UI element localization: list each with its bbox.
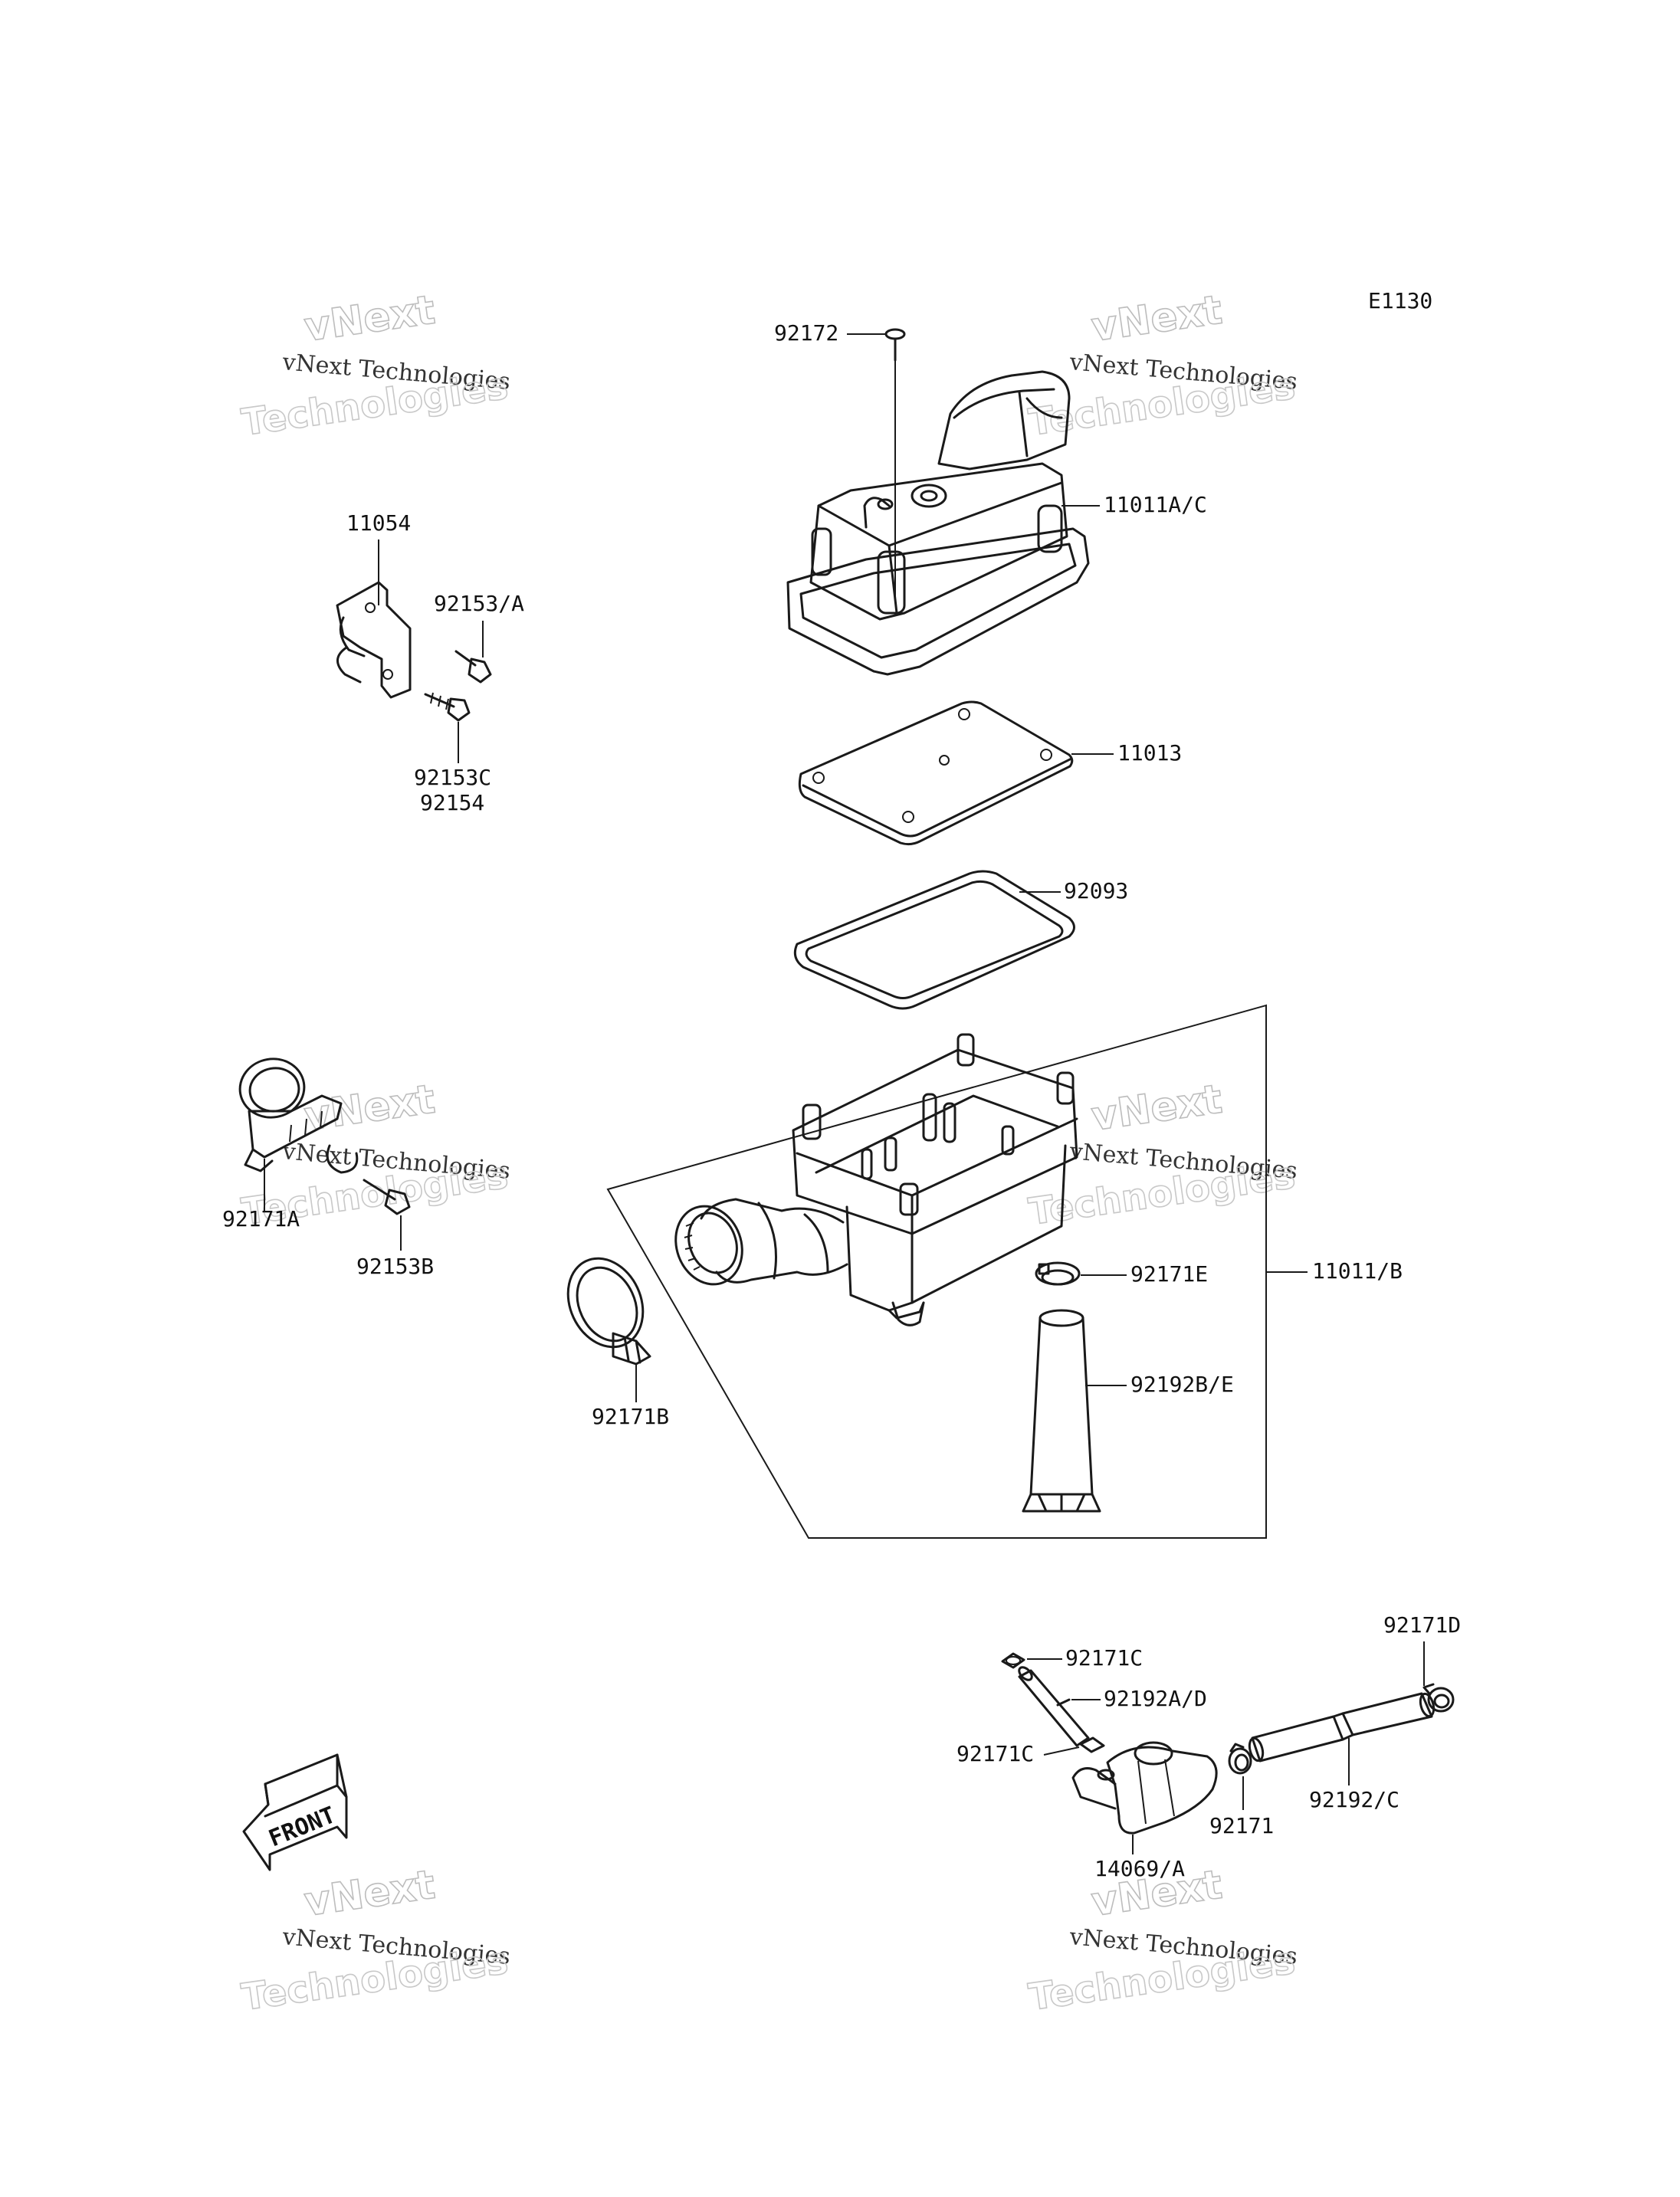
part-air-cleaner-case[interactable] xyxy=(665,1033,1078,1326)
label-92171C-bottom[interactable]: 92171C xyxy=(956,1741,1034,1766)
label-92192AD[interactable]: 92192A/D xyxy=(1104,1686,1207,1711)
label-11054[interactable]: 11054 xyxy=(346,510,411,536)
part-92192C-hose[interactable] xyxy=(1247,1692,1436,1763)
part-92171C-clip-top[interactable] xyxy=(1001,1652,1025,1669)
watermark-bottom-left: vNext vNext Technologies Technologies xyxy=(238,1861,511,2020)
part-92192AD-hose[interactable] xyxy=(1017,1665,1090,1747)
label-92172[interactable]: 92172 xyxy=(774,320,838,346)
label-92171A[interactable]: 92171A xyxy=(222,1206,300,1231)
watermark-mid-right: vNext vNext Technologies Technologies xyxy=(1025,1076,1298,1235)
part-92171E-clamp[interactable] xyxy=(1035,1261,1081,1286)
watermark-bottom-right: vNext vNext Technologies Technologies xyxy=(1025,1861,1298,2020)
label-92153A[interactable]: 92153/A xyxy=(434,591,524,616)
label-92171C-top[interactable]: 92171C xyxy=(1065,1645,1143,1671)
label-92171D[interactable]: 92171D xyxy=(1383,1612,1461,1638)
label-92192BE[interactable]: 92192B/E xyxy=(1130,1372,1234,1397)
part-92153A-bolt[interactable] xyxy=(454,650,492,684)
watermark-top-left: vNext vNext Technologies Technologies xyxy=(238,287,511,445)
part-11011AC-case-cover[interactable] xyxy=(786,370,1090,676)
watermark-vnext: vNext xyxy=(1088,287,1225,351)
label-11013[interactable]: 11013 xyxy=(1117,740,1182,766)
part-92192BE-drain-tube[interactable] xyxy=(1022,1309,1101,1513)
watermark-vnext: vNext xyxy=(301,1862,438,1926)
watermark-vnext: vNext xyxy=(301,287,438,351)
part-92171D-clip[interactable] xyxy=(1422,1683,1455,1713)
part-92153B-bolt[interactable] xyxy=(326,1144,411,1215)
part-92171C-clip-bottom[interactable] xyxy=(1079,1736,1105,1753)
part-92093-gasket[interactable] xyxy=(793,870,1075,1010)
label-92171E[interactable]: 92171E xyxy=(1130,1261,1208,1287)
assembly-outline-11011B xyxy=(606,1004,1267,1539)
part-92153C-bolt[interactable] xyxy=(424,692,471,722)
front-arrow-icon: FRONT xyxy=(242,1753,348,1871)
leader-92171C-bottom xyxy=(1043,1746,1080,1756)
label-92192C[interactable]: 92192/C xyxy=(1309,1787,1399,1812)
front-arrow-label: FRONT xyxy=(265,1802,340,1852)
part-11054-bracket[interactable] xyxy=(336,581,412,699)
label-92171[interactable]: 92171 xyxy=(1209,1813,1274,1838)
watermark-vnext: vNext xyxy=(301,1077,438,1140)
label-14069A[interactable]: 14069/A xyxy=(1094,1856,1185,1881)
label-92153B[interactable]: 92153B xyxy=(356,1254,434,1279)
label-11011B[interactable]: 11011/B xyxy=(1312,1258,1403,1284)
label-11011AC[interactable]: 11011A/C xyxy=(1104,492,1207,517)
part-11013-filter-plate[interactable] xyxy=(798,700,1074,846)
part-92171-clip[interactable] xyxy=(1228,1743,1252,1775)
label-92154[interactable]: 92154 xyxy=(420,790,484,815)
part-14069A-breather-fitting[interactable] xyxy=(1071,1741,1218,1835)
label-92153C[interactable]: 92153C xyxy=(414,765,491,790)
part-92172-screw[interactable] xyxy=(884,328,906,362)
diagram-code: E1130 xyxy=(1368,288,1432,313)
label-92093[interactable]: 92093 xyxy=(1064,878,1128,903)
watermark-vnext: vNext xyxy=(1088,1077,1225,1140)
label-92171B[interactable]: 92171B xyxy=(592,1404,669,1429)
part-92171B-clamp[interactable] xyxy=(554,1246,657,1366)
part-92171A-clamp[interactable] xyxy=(235,1054,343,1172)
